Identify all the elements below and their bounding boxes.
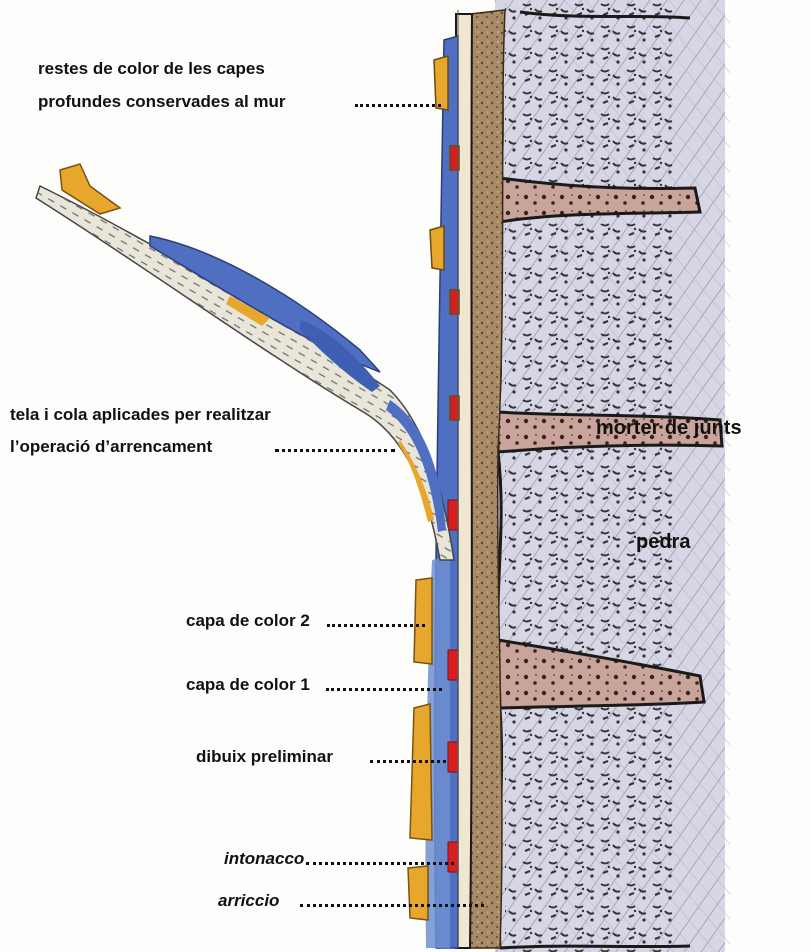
label-mortar-joints: morter de junts	[596, 416, 742, 440]
label-colour-layer-1: capa de color 1	[186, 674, 310, 696]
colour-layer-2-ochre	[408, 578, 432, 920]
leader-colour-layer-2	[327, 624, 425, 627]
leader-preliminary-drawing	[370, 760, 446, 763]
detaching-strappo-sheet	[36, 164, 454, 560]
label-deep-layer-remnants-line1: restes de color de les capes	[38, 58, 265, 80]
label-preliminary-drawing: dibuix preliminar	[196, 746, 333, 768]
label-canvas-glue-line2: l’operació d’arrencament	[10, 436, 212, 458]
leader-arriccio	[300, 904, 484, 907]
leader-canvas-glue	[275, 449, 395, 452]
stone-wall	[495, 0, 730, 952]
label-stone: pedra	[636, 530, 690, 554]
leader-deep-layer-remnants	[355, 104, 441, 107]
label-deep-layer-remnants-line2: profundes conservades al mur	[38, 91, 286, 113]
leader-intonacco	[306, 862, 454, 865]
label-colour-layer-2: capa de color 2	[186, 610, 310, 632]
label-intonacco: intonacco	[224, 848, 304, 870]
leader-colour-layer-1	[326, 688, 442, 691]
label-arriccio: arriccio	[218, 890, 279, 912]
label-canvas-glue-line1: tela i cola aplicades per realitzar	[10, 404, 271, 426]
